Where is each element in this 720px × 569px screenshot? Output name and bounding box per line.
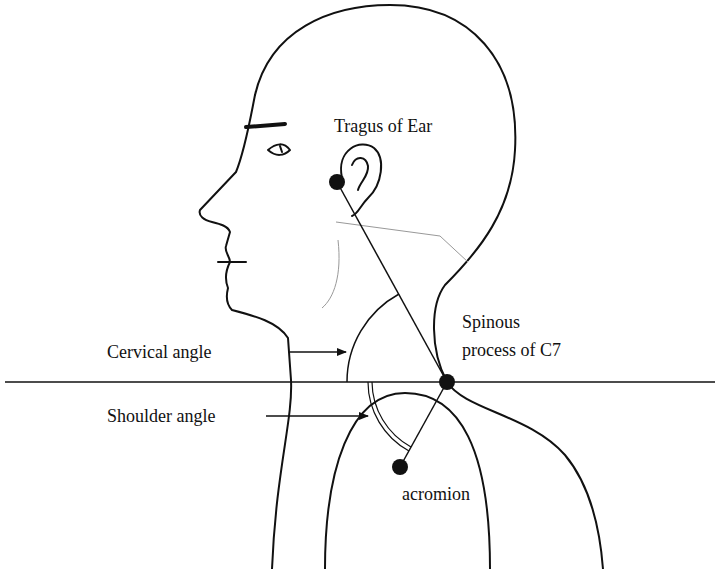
landmark-label: acromion (402, 480, 470, 508)
landmark-label: Spinous process of C7 (462, 308, 574, 364)
angle-label: Cervical angle (107, 338, 211, 366)
angle-label: Shoulder angle (107, 402, 215, 430)
landmark-label: Tragus of Ear (334, 112, 432, 140)
